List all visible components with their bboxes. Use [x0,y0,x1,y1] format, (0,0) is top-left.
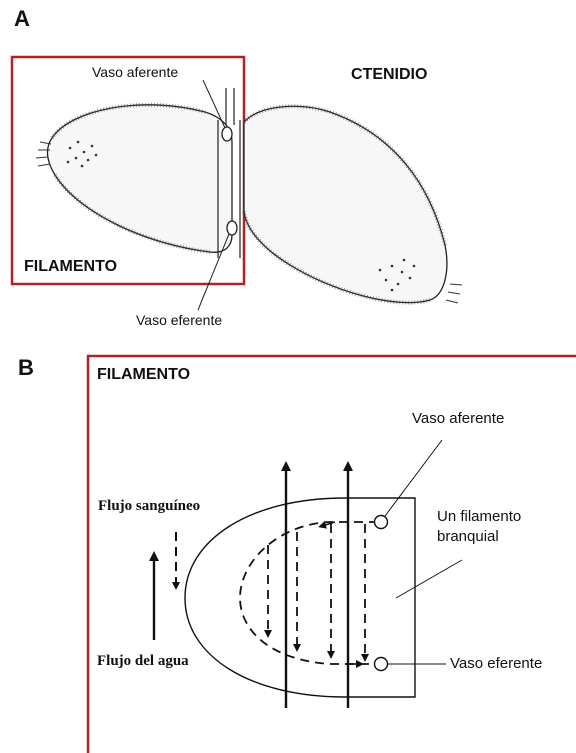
right-filament-a [244,106,462,303]
vaso-aferente-a-label: Vaso aferente [92,64,178,80]
leader-aferente-b [385,440,442,516]
ctenidio-title: CTENIDIO [351,66,427,84]
flujo-agua-label: Flujo del agua [97,653,189,670]
vaso-aferente-a-circle [222,127,232,141]
vaso-eferente-a-circle [227,221,237,235]
filamento-b-title: FILAMENTO [97,366,190,384]
vaso-eferente-a-label: Vaso eferente [136,312,222,328]
vaso-eferente-b-circle [375,658,388,671]
flujo-sanguineo-label: Flujo sanguíneo [98,498,200,515]
leader-filamento-b [396,560,462,598]
filamento-a-label: FILAMENTO [24,258,117,276]
vaso-aferente-b-circle [375,516,388,529]
un-filamento-label-line1: Un filamento [437,508,521,525]
vaso-eferente-b-label: Vaso eferente [450,655,542,672]
un-filamento-label-line2: branquial [437,528,499,545]
left-filament-a [36,105,232,252]
vaso-aferente-b-label: Vaso aferente [412,410,504,427]
blood-flow-paths [240,522,378,664]
